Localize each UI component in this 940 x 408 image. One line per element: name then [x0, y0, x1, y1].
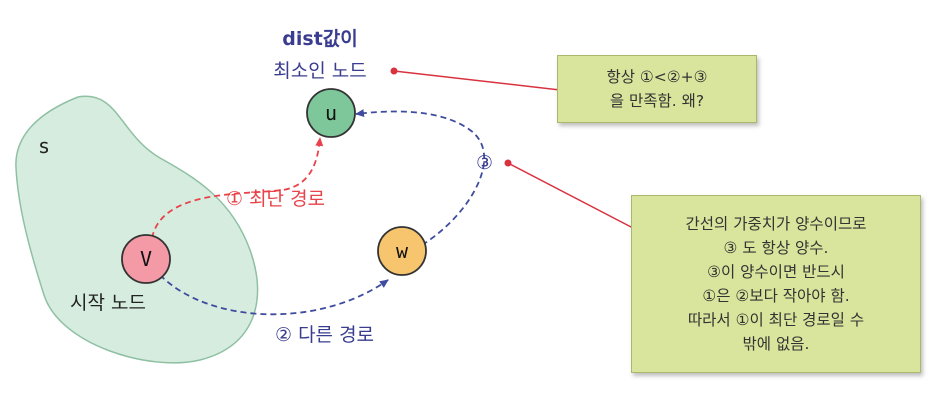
node-u-label: u — [325, 101, 337, 125]
callout-bottom: 간선의 가중치가 양수이므로 ③ 도 항상 양수. ③이 양수이면 반드시 ①은… — [631, 195, 921, 373]
node-u — [306, 88, 356, 138]
callout-bottom-line: ①은 ②보다 작아야 함. — [702, 287, 850, 305]
callout-top-line: 을 만족함. 왜? — [609, 92, 705, 110]
callout-top: 항상 ①<②+③ 을 만족함. 왜? — [557, 55, 757, 123]
pointer-dot-bottom — [504, 159, 512, 167]
path-3-w-to-u — [355, 109, 486, 246]
path-2-other — [159, 274, 389, 316]
callout-bottom-line: 간선의 가중치가 양수이므로 — [685, 215, 867, 233]
u-caption-line1: dist값이 — [282, 28, 357, 50]
callout-bottom-line: 따라서 ①이 최단 경로일 수 — [687, 311, 865, 329]
pointer-line-top — [393, 70, 561, 91]
node-v-label: V — [140, 247, 152, 271]
start-node-label: 시작 노드 — [70, 292, 146, 314]
region-s — [15, 95, 259, 364]
pointer-dot-top — [390, 67, 398, 75]
path-1-label: ① 최단 경로 — [226, 188, 325, 210]
node-v — [121, 234, 171, 284]
path-3-marker: ③ — [476, 152, 493, 174]
region-s-label: s — [38, 134, 50, 158]
node-w-label: w — [396, 239, 409, 263]
pointer-line-bottom — [507, 162, 634, 229]
callout-top-line: 항상 ①<②+③ — [606, 68, 708, 86]
path-2-label: ② 다른 경로 — [275, 324, 374, 346]
u-caption-line2: 최소인 노드 — [273, 60, 366, 82]
callout-bottom-line: ③이 양수이면 반드시 — [707, 263, 845, 281]
node-w — [377, 226, 427, 276]
callout-bottom-line: ③ 도 항상 양수. — [723, 239, 829, 257]
path-1-shortest — [151, 137, 324, 239]
callout-bottom-line: 밖에 없음. — [742, 335, 810, 353]
